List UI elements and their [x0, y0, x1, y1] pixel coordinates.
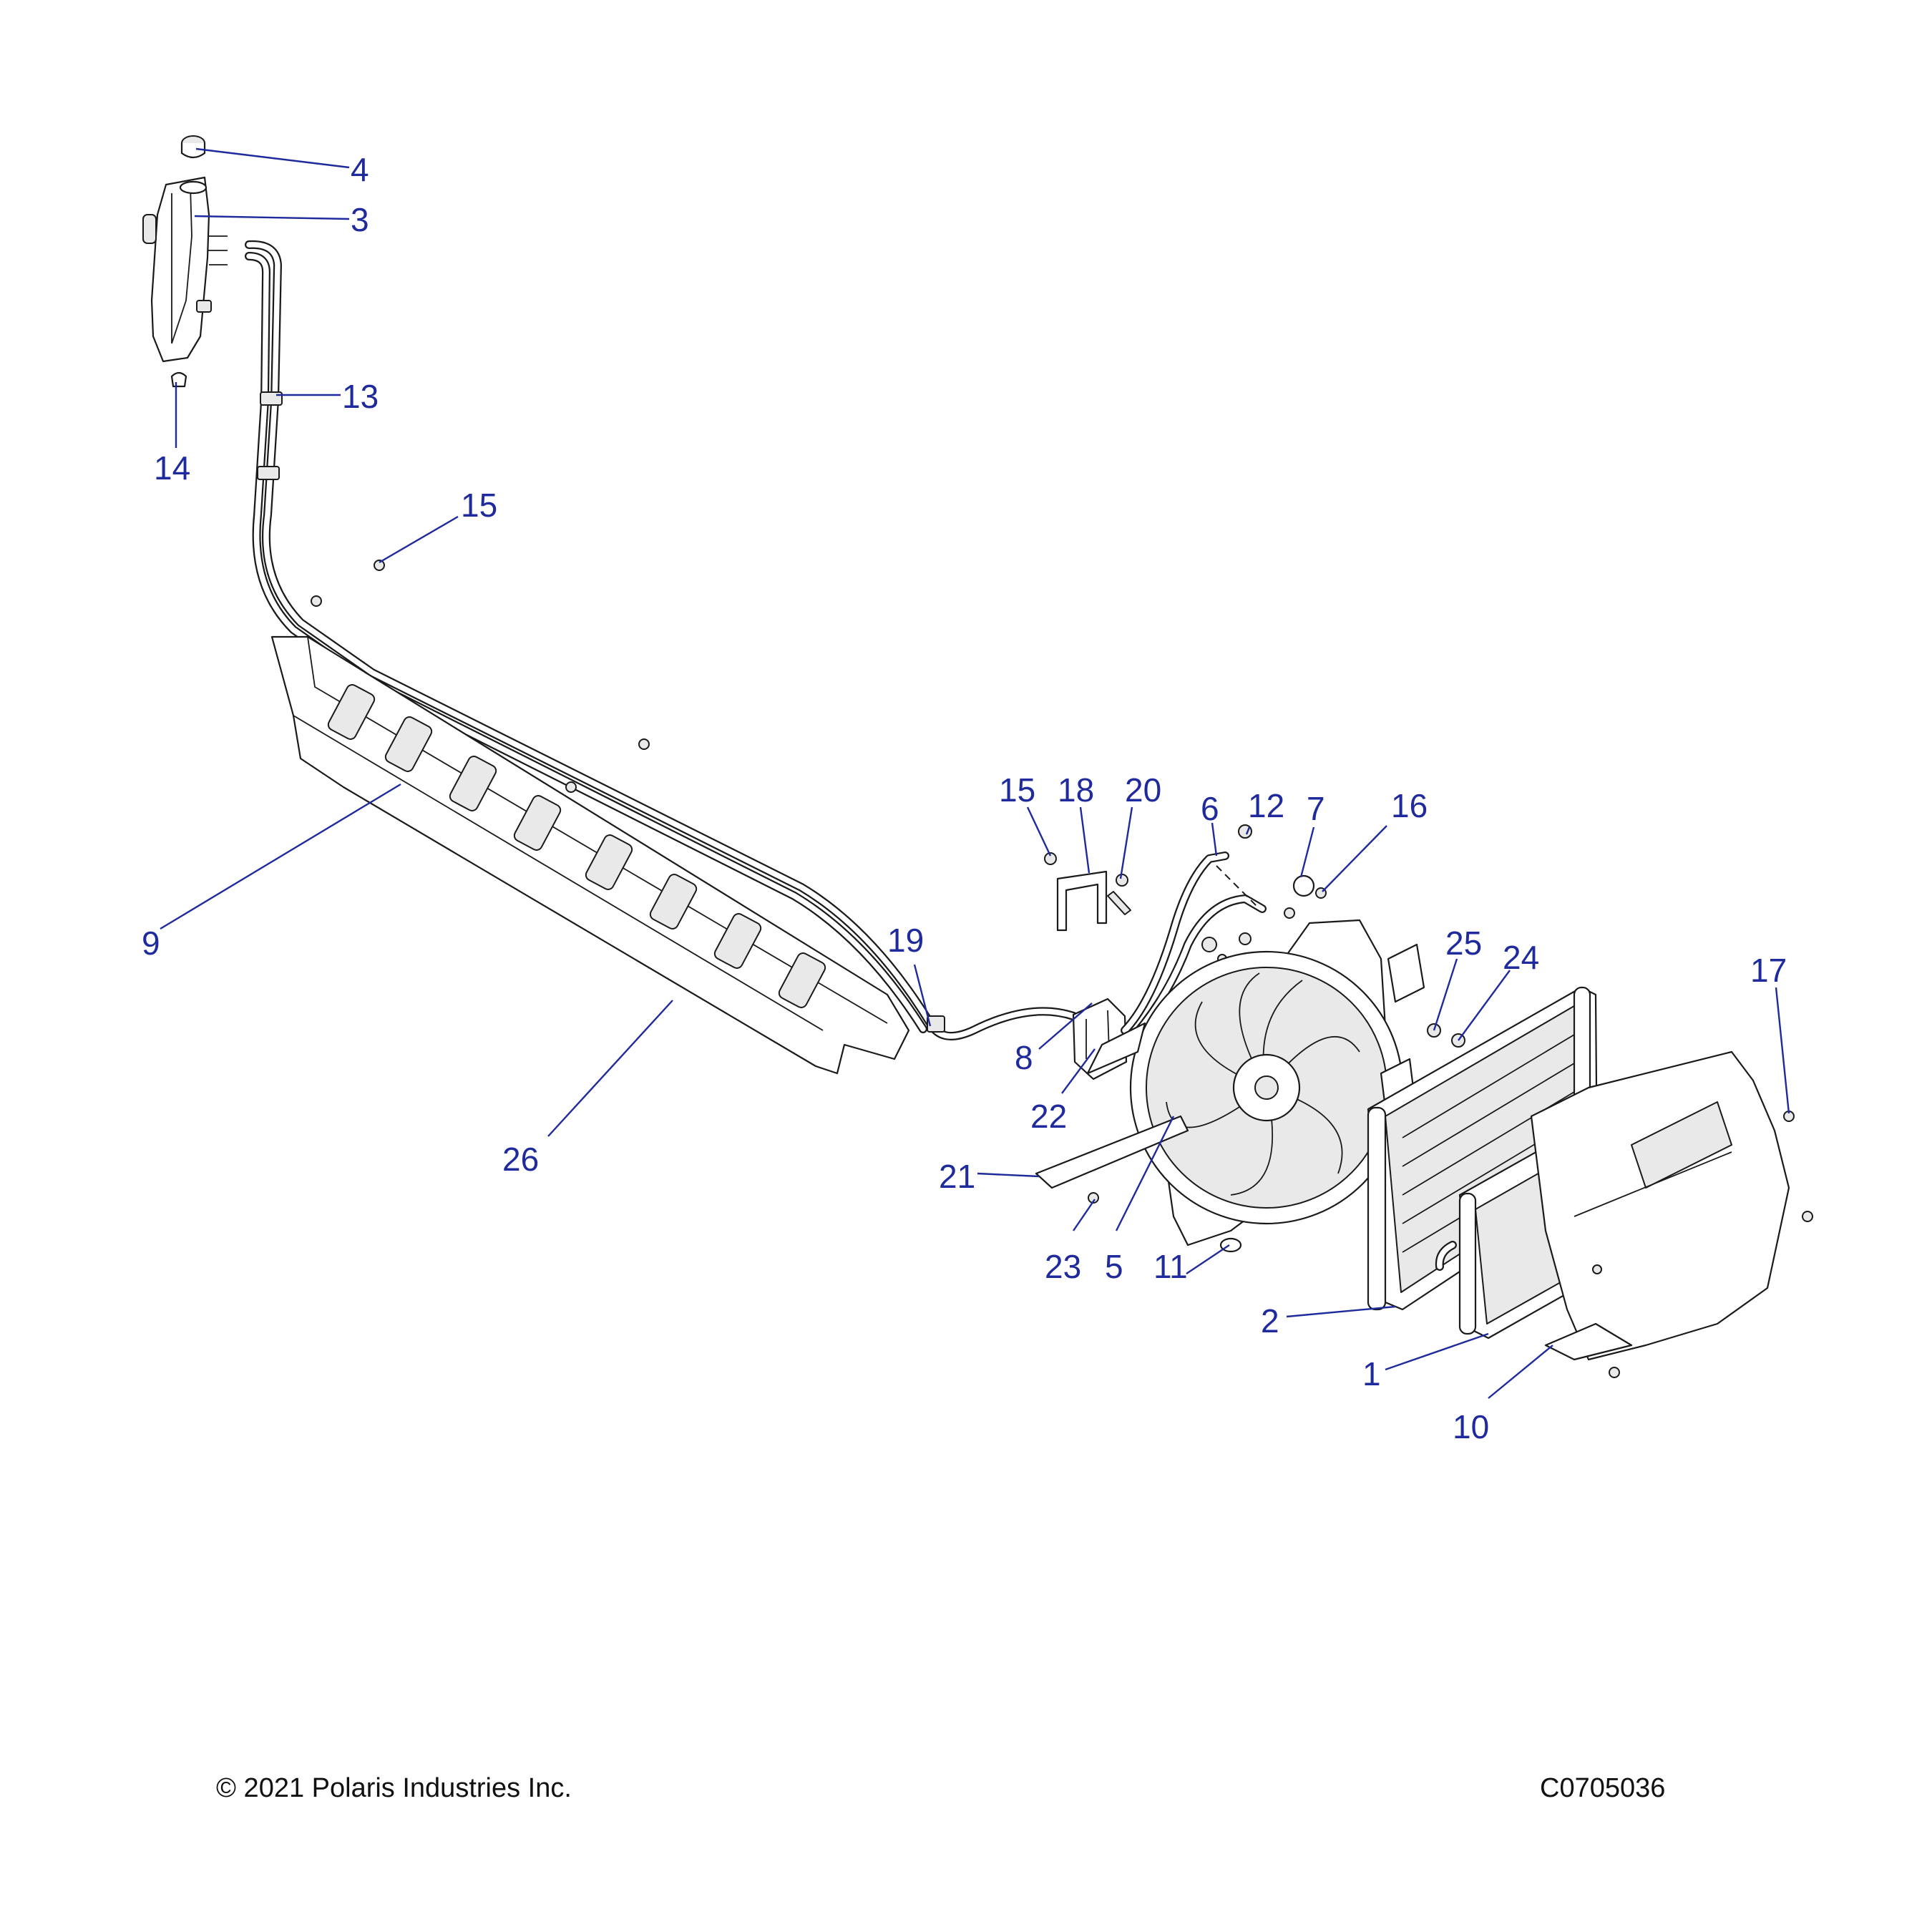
leader-lines [160, 147, 1790, 1399]
callout-6: 6 [1201, 790, 1219, 827]
callout-3: 3 [351, 201, 369, 238]
callout-11: 11 [1153, 1248, 1188, 1285]
callout-5: 5 [1105, 1248, 1123, 1285]
callout-2: 2 [1261, 1302, 1279, 1340]
callouts: 4 3 13 14 15 9 26 15 18 20 6 12 7 16 19 … [142, 151, 1787, 1445]
coolant-tube [245, 240, 1078, 1040]
fan-shroud [1129, 919, 1425, 1246]
callout-22: 22 [1030, 1098, 1067, 1135]
callout-19: 19 [887, 922, 924, 959]
coolant-reservoir [142, 176, 228, 363]
reservoir-cap [180, 135, 206, 159]
callout-15-lower: 15 [999, 771, 1035, 809]
callout-1: 1 [1362, 1355, 1381, 1392]
callout-21: 21 [939, 1158, 975, 1195]
fan-mount-bracket [1086, 1022, 1146, 1075]
callout-13: 13 [342, 378, 379, 415]
callout-12: 12 [1248, 787, 1284, 824]
coolant-hose [1121, 852, 1267, 1049]
callout-7: 7 [1307, 790, 1325, 827]
hose-bracket [1056, 870, 1108, 932]
reservoir-clamp [170, 371, 187, 388]
callout-10: 10 [1453, 1408, 1489, 1445]
callout-4: 4 [351, 151, 369, 188]
callout-20: 20 [1125, 771, 1161, 809]
callout-15-upper: 15 [461, 487, 497, 524]
air-shroud [1530, 1050, 1813, 1378]
callout-17: 17 [1750, 952, 1787, 989]
callout-9: 9 [142, 924, 160, 962]
callout-24: 24 [1503, 939, 1539, 976]
callout-25: 25 [1445, 924, 1482, 962]
callout-16: 16 [1391, 787, 1428, 824]
rail-fasteners [311, 560, 650, 793]
callout-8: 8 [1015, 1039, 1033, 1076]
callout-23: 23 [1045, 1248, 1081, 1285]
drawing-number: C0705036 [1540, 1773, 1666, 1803]
callout-18: 18 [1058, 771, 1094, 809]
copyright-notice: © 2021 Polaris Industries Inc. [216, 1773, 572, 1803]
lower-support-bar [1035, 1115, 1189, 1189]
tube-support-rail [270, 635, 910, 1075]
callout-14: 14 [154, 449, 190, 487]
callout-26: 26 [502, 1141, 539, 1178]
